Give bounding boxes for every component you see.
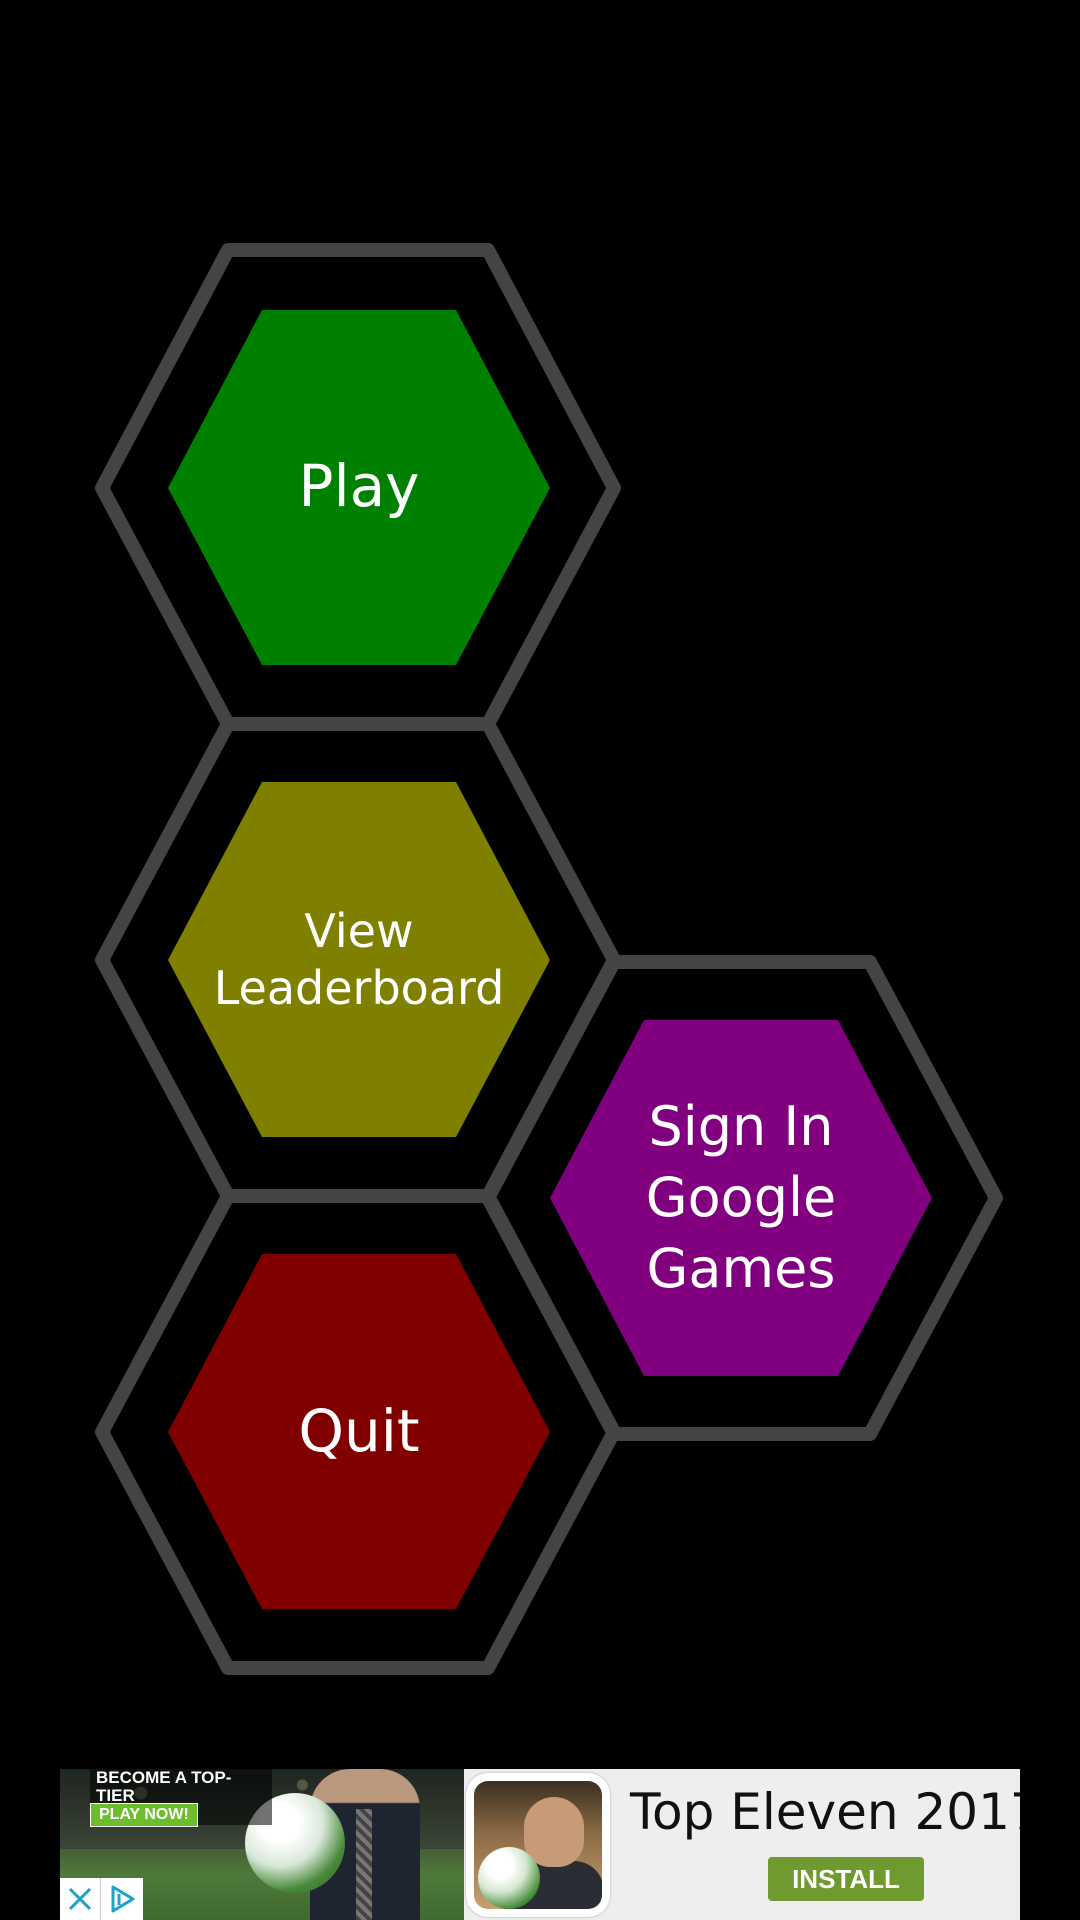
hex-frames — [95, 243, 1003, 1675]
play-hex[interactable] — [168, 310, 550, 665]
ad-manager-tie — [356, 1809, 372, 1920]
close-icon — [68, 1887, 92, 1911]
leaderboard-label-line1: View — [304, 904, 413, 958]
hex-menu: Play View Leaderboard Sign In Google Gam… — [95, 243, 1003, 1675]
sign-in-label-line1: Sign In — [648, 1095, 833, 1158]
adchoices-icon — [111, 1885, 135, 1913]
sign-in-google-games-button[interactable]: Sign In Google Games — [550, 1020, 932, 1376]
adchoices-button[interactable] — [101, 1878, 143, 1920]
sign-in-label-line2: Google — [646, 1166, 836, 1229]
soccer-ball-icon — [478, 1847, 540, 1909]
ad-app-icon-art — [474, 1781, 602, 1909]
sign-in-label-line3: Games — [647, 1237, 836, 1300]
quit-button[interactable]: Quit — [168, 1254, 550, 1609]
leaderboard-hex[interactable] — [168, 782, 550, 1137]
ad-app-icon-face — [524, 1797, 584, 1867]
play-label: Play — [299, 452, 420, 520]
quit-label: Quit — [298, 1397, 419, 1465]
sign-in-hex-frame — [481, 955, 1003, 1441]
ad-close-button[interactable] — [60, 1878, 101, 1920]
sign-in-hex[interactable] — [550, 1020, 932, 1376]
quit-hex[interactable] — [168, 1254, 550, 1609]
ad-banner[interactable]: BECOME A TOP-TIER MANAGER PLAY NOW! Top … — [60, 1769, 1020, 1920]
view-leaderboard-button[interactable]: View Leaderboard — [168, 782, 550, 1137]
leaderboard-label-line2: Leaderboard — [214, 961, 505, 1015]
ad-play-now-button[interactable]: PLAY NOW! — [90, 1803, 198, 1827]
ad-install-button[interactable]: INSTALL — [768, 1857, 924, 1901]
ad-app-icon[interactable] — [466, 1773, 610, 1917]
ad-promo-image[interactable]: BECOME A TOP-TIER MANAGER PLAY NOW! — [60, 1769, 464, 1920]
play-button[interactable]: Play — [168, 310, 550, 665]
ad-app-title[interactable]: Top Eleven 2017 — [630, 1783, 1020, 1841]
